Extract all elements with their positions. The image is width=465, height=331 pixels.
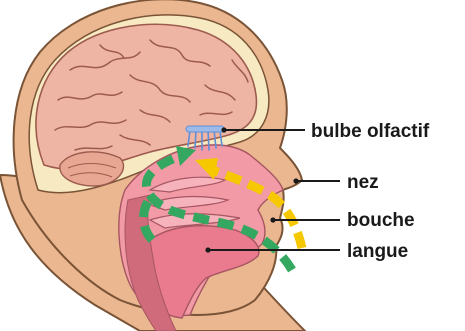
label-olfactory-bulb: bulbe olfactif	[311, 121, 430, 142]
label-mouth: bouche	[347, 210, 415, 231]
label-tongue: langue	[347, 241, 408, 262]
label-nose: nez	[347, 172, 379, 193]
olfactory-bulb-shape	[186, 126, 224, 132]
cerebellum	[60, 152, 124, 186]
